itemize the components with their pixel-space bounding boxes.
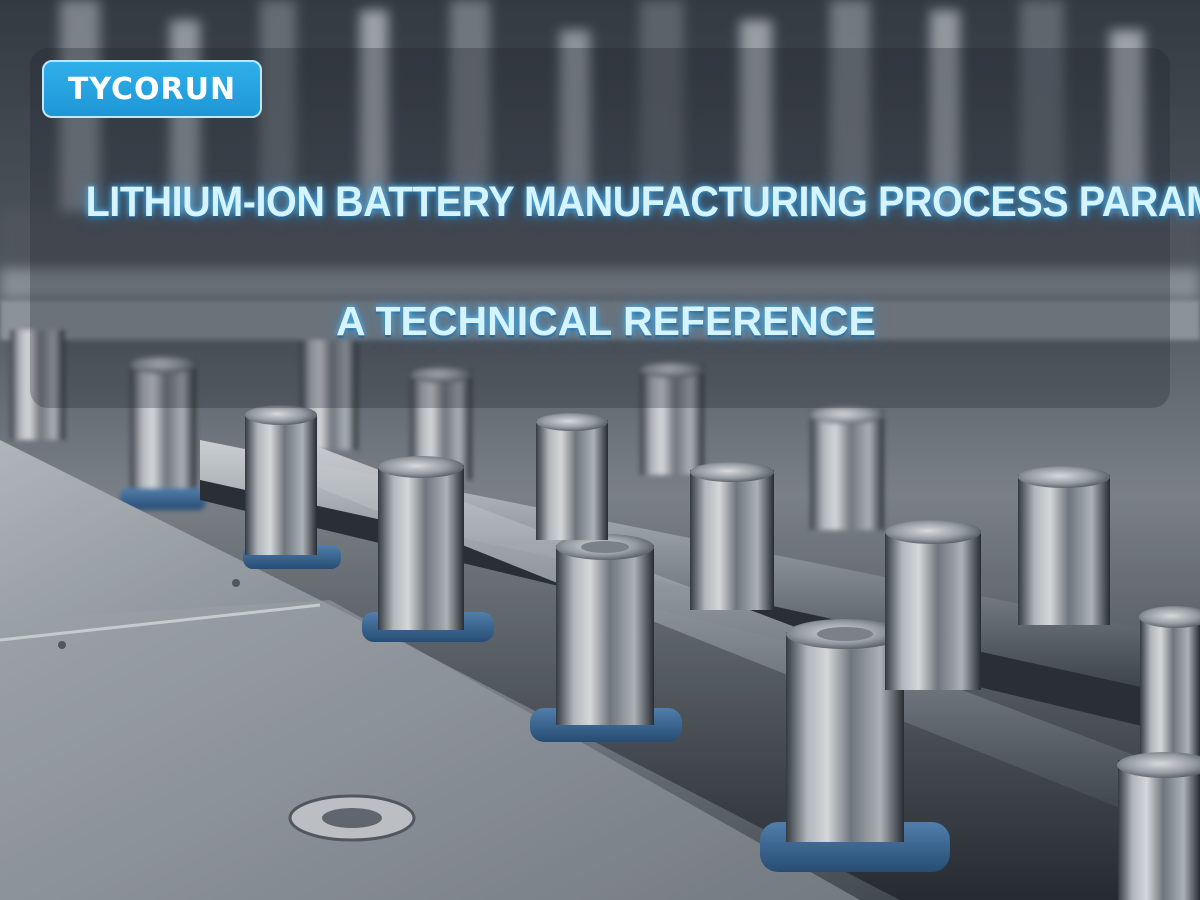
brand-logo-text: TYCORUN <box>67 71 237 107</box>
page-subtitle: A TECHNICAL REFERENCE <box>336 298 876 344</box>
brand-logo: TYCORUN <box>42 60 262 118</box>
page-title: LITHIUM-ION BATTERY MANUFACTURING PROCES… <box>85 178 1200 226</box>
